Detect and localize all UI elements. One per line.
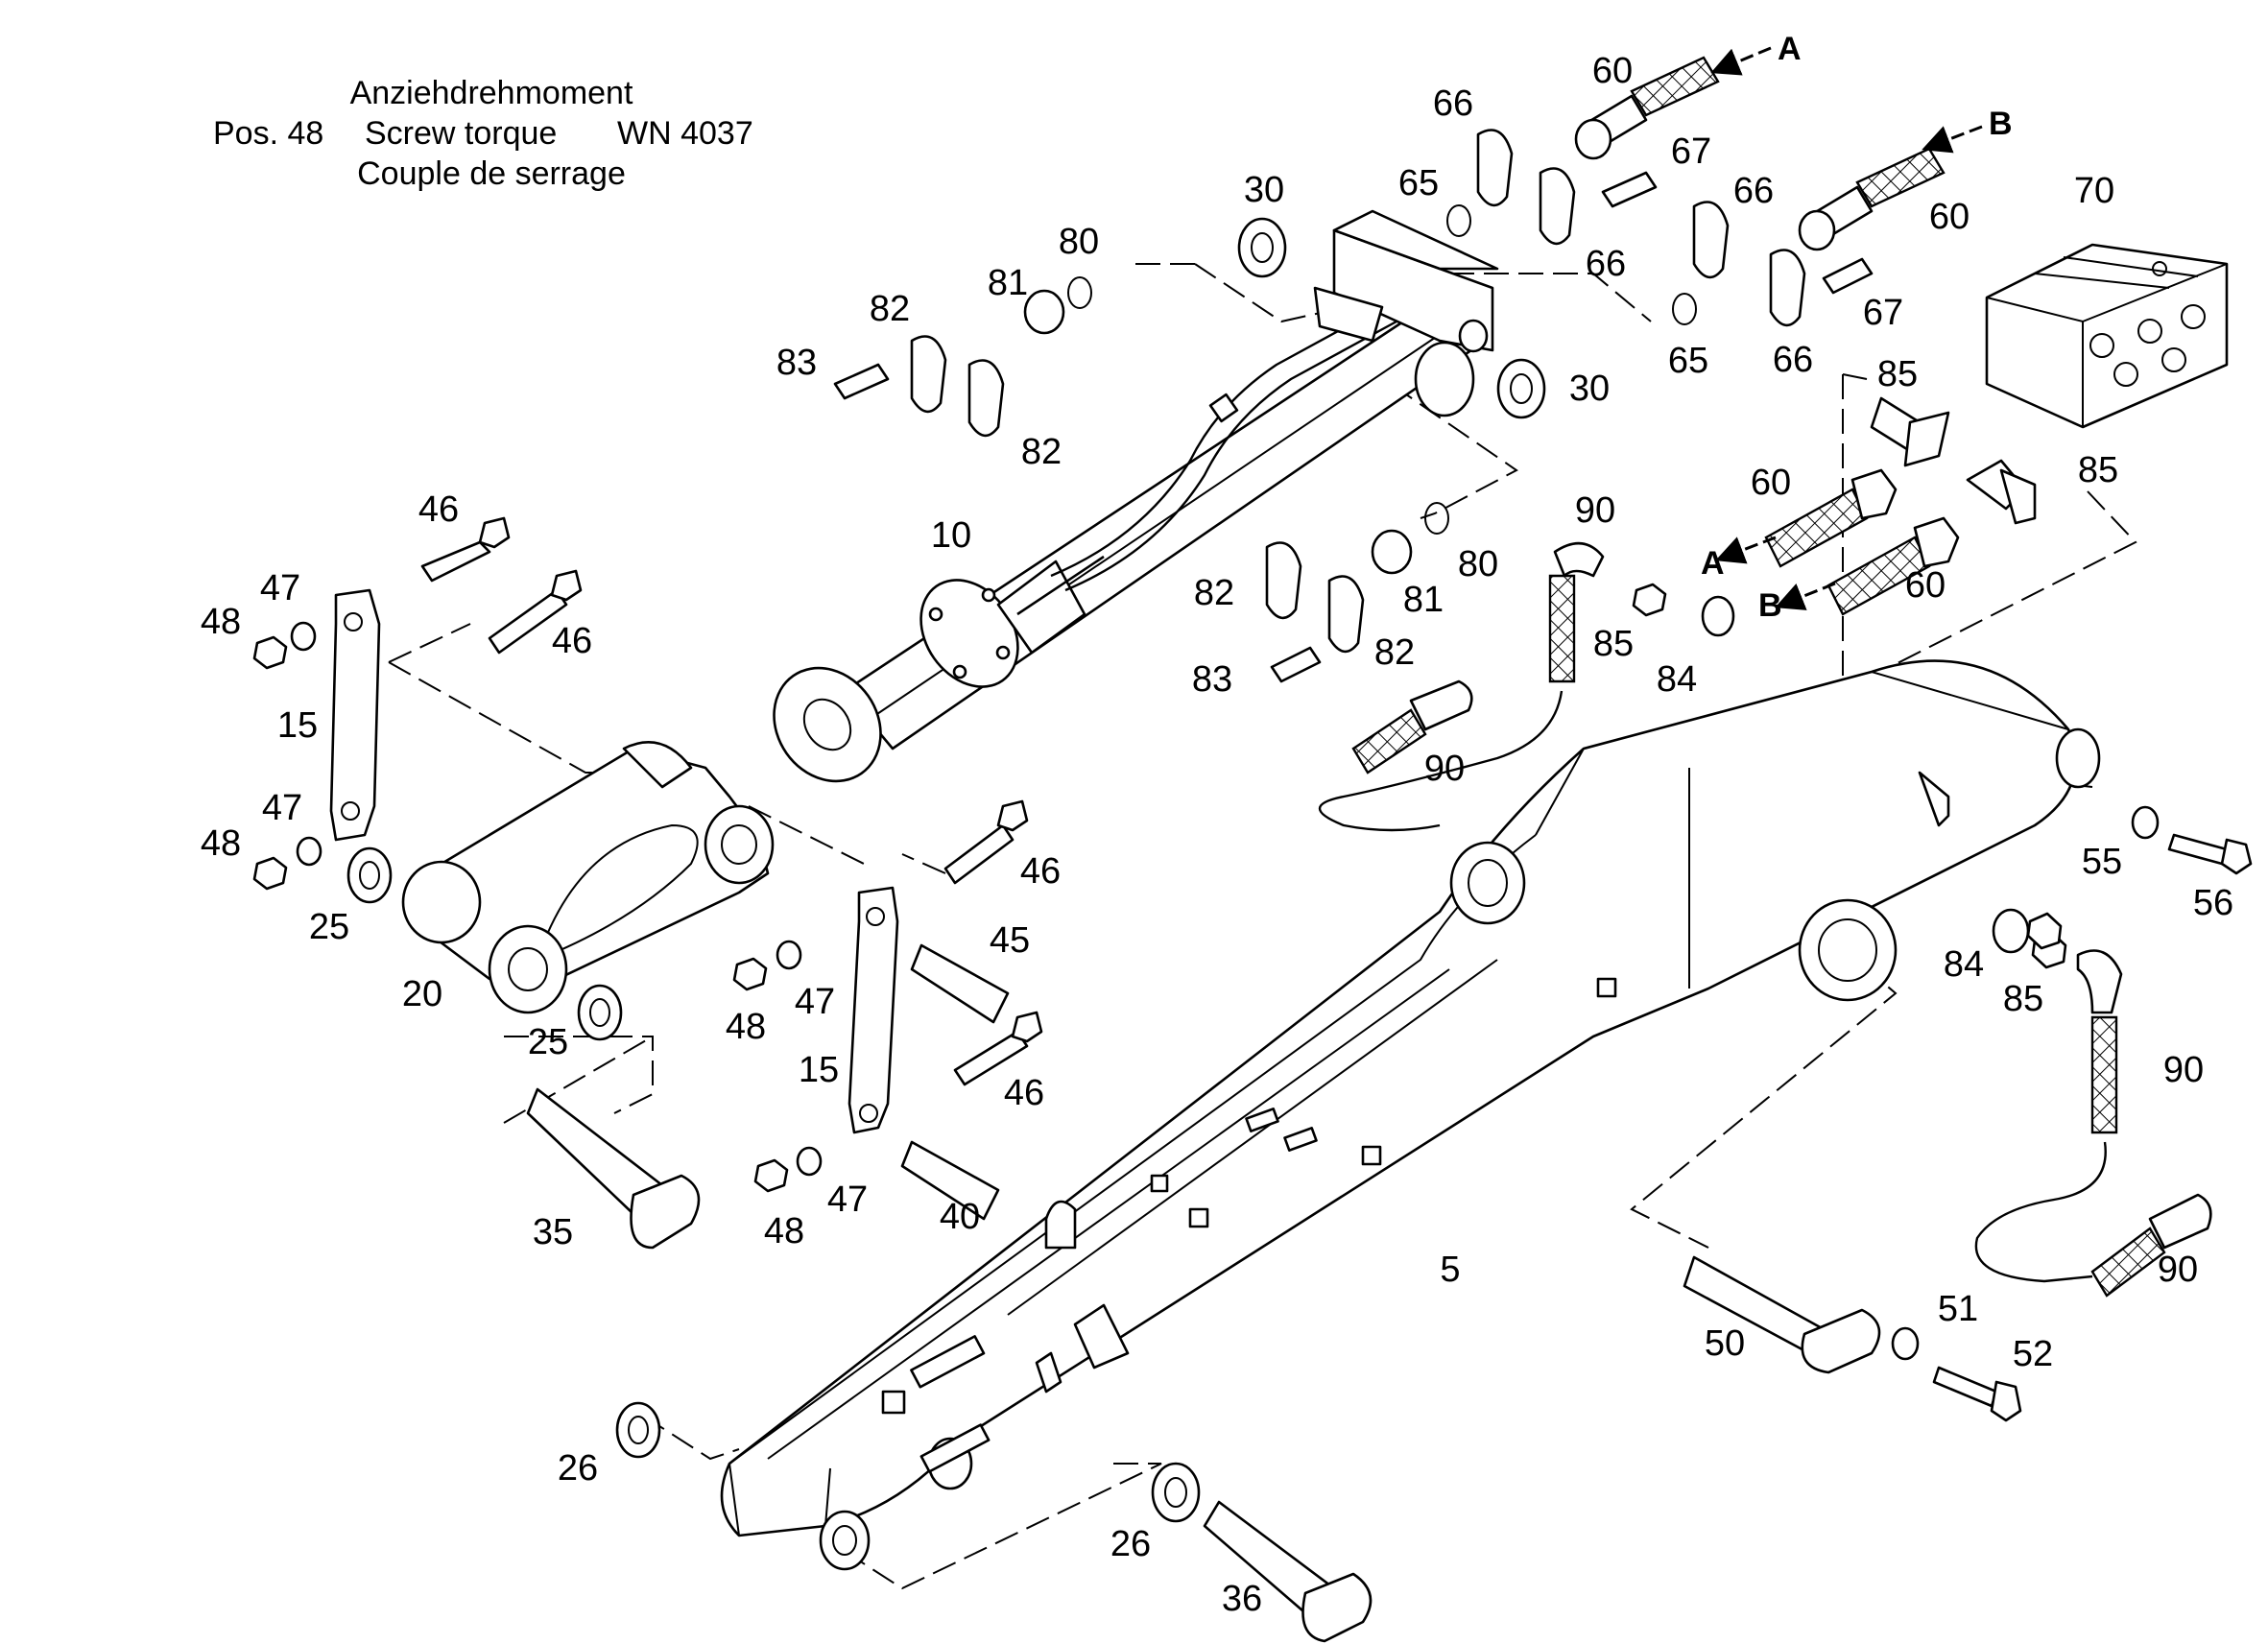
callout-label: 85 [2078,450,2118,490]
callout-label: 51 [1938,1289,1978,1329]
callout-label: 85 [1877,354,1918,394]
boom-arm [720,659,2101,1571]
marker-b-mid: B [1758,587,1782,624]
callout-label: 82 [870,289,910,329]
hose-fittings [1574,56,2063,950]
callout-label: 80 [1458,544,1498,584]
callout-label: 70 [2074,171,2114,211]
callout-label: 47 [795,982,835,1022]
callout-label: 66 [1433,83,1473,124]
pins [526,943,1881,1643]
callout-label: 48 [201,823,241,864]
torque-note-standard: WN 4037 [617,115,753,152]
callout-label: 85 [1593,624,1634,664]
link-plate-left [329,588,381,842]
callout-label: 47 [262,788,302,828]
callout-label: 60 [1751,463,1791,503]
callout-label: 30 [1244,170,1284,210]
callout-label: 40 [940,1197,980,1237]
marker-a-top: A [1778,31,1802,67]
callout-label: 83 [776,343,817,383]
callout-label: 60 [1929,197,1970,237]
callout-label: 55 [2082,842,2122,882]
callout-label: 82 [1194,573,1234,613]
callout-label: 45 [990,920,1030,961]
torque-note-line1: Anziehdrehmoment [350,75,633,111]
callout-label: 65 [1398,163,1439,203]
hoses-90 [1319,541,2212,1298]
callout-label: 46 [418,489,459,530]
callout-label: 65 [1668,341,1708,381]
callout-label: 81 [988,263,1028,303]
callout-label: 60 [1905,565,1946,606]
callout-label: 50 [1705,1323,1745,1364]
callout-label: 84 [1944,944,1984,985]
callout-label: 84 [1657,659,1697,700]
callout-label: 47 [260,568,300,608]
callout-label: 20 [402,974,442,1014]
callout-label: 67 [1863,293,1903,333]
callout-label: 66 [1733,171,1774,211]
callout-label: 48 [201,602,241,642]
pivot-frame [401,741,775,1014]
callout-labels: 5 10 15 15 20 25 25 26 26 30 30 35 36 40… [201,51,2233,1619]
callout-label: 46 [1004,1073,1044,1113]
callout-label: 66 [1773,340,1813,380]
marker-a-mid: A [1701,545,1725,582]
callout-label: 90 [2158,1250,2198,1290]
callout-label: 66 [1586,244,1626,284]
callout-label: 60 [1592,51,1633,91]
callout-label: 25 [528,1022,568,1062]
torque-note-screw-torque: Screw torque [365,115,557,152]
link-plate-right [848,886,899,1134]
callout-label: 35 [533,1212,573,1252]
connection-markers: A B A B [1701,31,2013,624]
washers [346,217,1546,1523]
callout-label: 26 [1110,1524,1151,1564]
callout-label: 81 [1403,580,1444,620]
nuts-washers [252,621,823,1193]
marker-b-top: B [1989,106,2013,142]
callout-label: 67 [1671,131,1711,172]
callout-label: 46 [552,621,592,661]
callout-label: 83 [1192,659,1232,700]
callout-label: 90 [2163,1050,2204,1090]
callout-label: 48 [726,1007,766,1047]
callout-label: 90 [1575,490,1615,531]
callout-label: 82 [1374,632,1415,673]
callout-label: 10 [931,515,971,556]
torque-note-line3: Couple de serrage [357,155,626,192]
torque-note-pos: Pos. 48 [213,115,323,152]
torque-note: Anziehdrehmoment Pos. 48 Screw torque WN… [213,75,753,192]
callout-label: 56 [2193,883,2233,923]
callout-label: 30 [1569,369,1610,409]
flange-halves [833,129,1874,683]
bolts-46 [420,516,1043,1086]
callout-label: 46 [1020,851,1061,892]
hydraulic-cylinder [773,209,1499,783]
callout-label: 80 [1059,222,1099,262]
callout-label: 52 [2013,1334,2053,1374]
control-valve-block [1985,243,2229,429]
callout-label: 47 [827,1179,868,1220]
callout-label: 85 [2003,979,2043,1019]
callout-label: 90 [1424,749,1465,789]
callout-label: 82 [1021,432,1062,472]
callout-label: 15 [799,1050,839,1090]
seals-plugs [1023,204,1697,575]
callout-label: 25 [309,907,349,947]
callout-label: 36 [1222,1579,1262,1619]
callout-label: 15 [277,705,318,746]
callout-label: 48 [764,1211,804,1251]
callout-label: 26 [558,1448,598,1489]
callout-label: 5 [1440,1250,1460,1290]
